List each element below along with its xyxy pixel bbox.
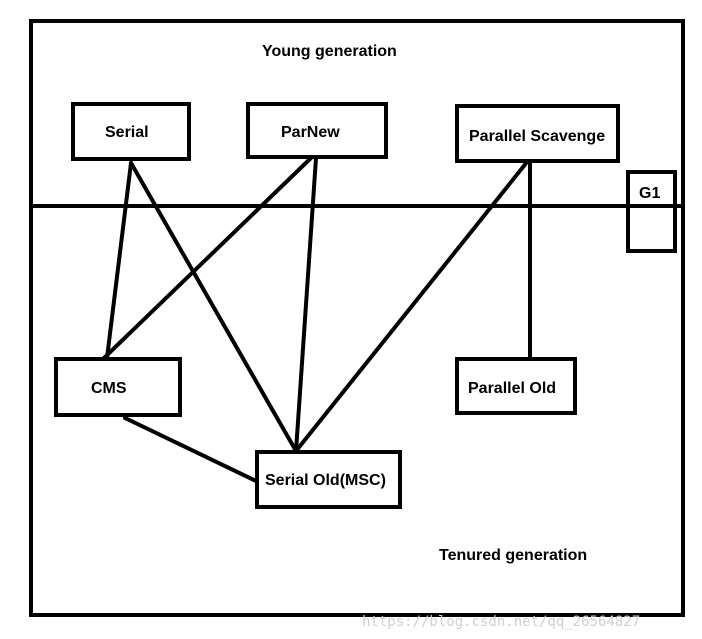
collector-parallel-scavenge-box (455, 104, 620, 163)
collector-g1: G1 (626, 170, 677, 253)
edge-serial-cms (105, 161, 133, 360)
collector-serial-old-label: Serial Old(MSC) (265, 472, 386, 489)
tenured-generation-label: Tenured generation (439, 547, 587, 564)
collector-cms-label: CMS (91, 380, 127, 397)
edge-parnew-cms (102, 156, 313, 360)
collector-g1-box (626, 170, 677, 253)
edge-serial-serial-old (129, 161, 298, 453)
collector-serial-label: Serial (105, 124, 149, 141)
collector-serial-box (71, 102, 191, 161)
collector-parallel-scavenge: Parallel Scavenge (455, 104, 620, 163)
collector-serial: Serial (71, 102, 191, 161)
collector-serial-old: Serial Old(MSC) (255, 450, 402, 509)
collector-parallel-scavenge-label: Parallel Scavenge (469, 128, 605, 145)
edge-parnew-serial-old (294, 156, 318, 453)
collector-cms-box (54, 357, 182, 417)
young-generation-label: Young generation (262, 43, 397, 60)
connection-lines (102, 156, 532, 483)
collector-serial-old-box (255, 450, 402, 509)
collector-g1-label: G1 (639, 185, 660, 202)
collector-parnew-box (246, 102, 388, 159)
collector-parnew: ParNew (246, 102, 388, 159)
edge-cms-serial-old (123, 416, 258, 483)
edge-parallel-scavenge-serial-old (294, 160, 529, 453)
collector-cms: CMS (54, 357, 182, 417)
collector-parallel-old-label: Parallel Old (468, 380, 556, 397)
collector-parallel-old: Parallel Old (455, 357, 577, 415)
collector-parallel-old-box (455, 357, 577, 415)
collector-parnew-label: ParNew (281, 124, 340, 141)
watermark: https://blog.csdn.net/qq_26564827 (362, 614, 640, 630)
outer-frame (29, 19, 685, 617)
